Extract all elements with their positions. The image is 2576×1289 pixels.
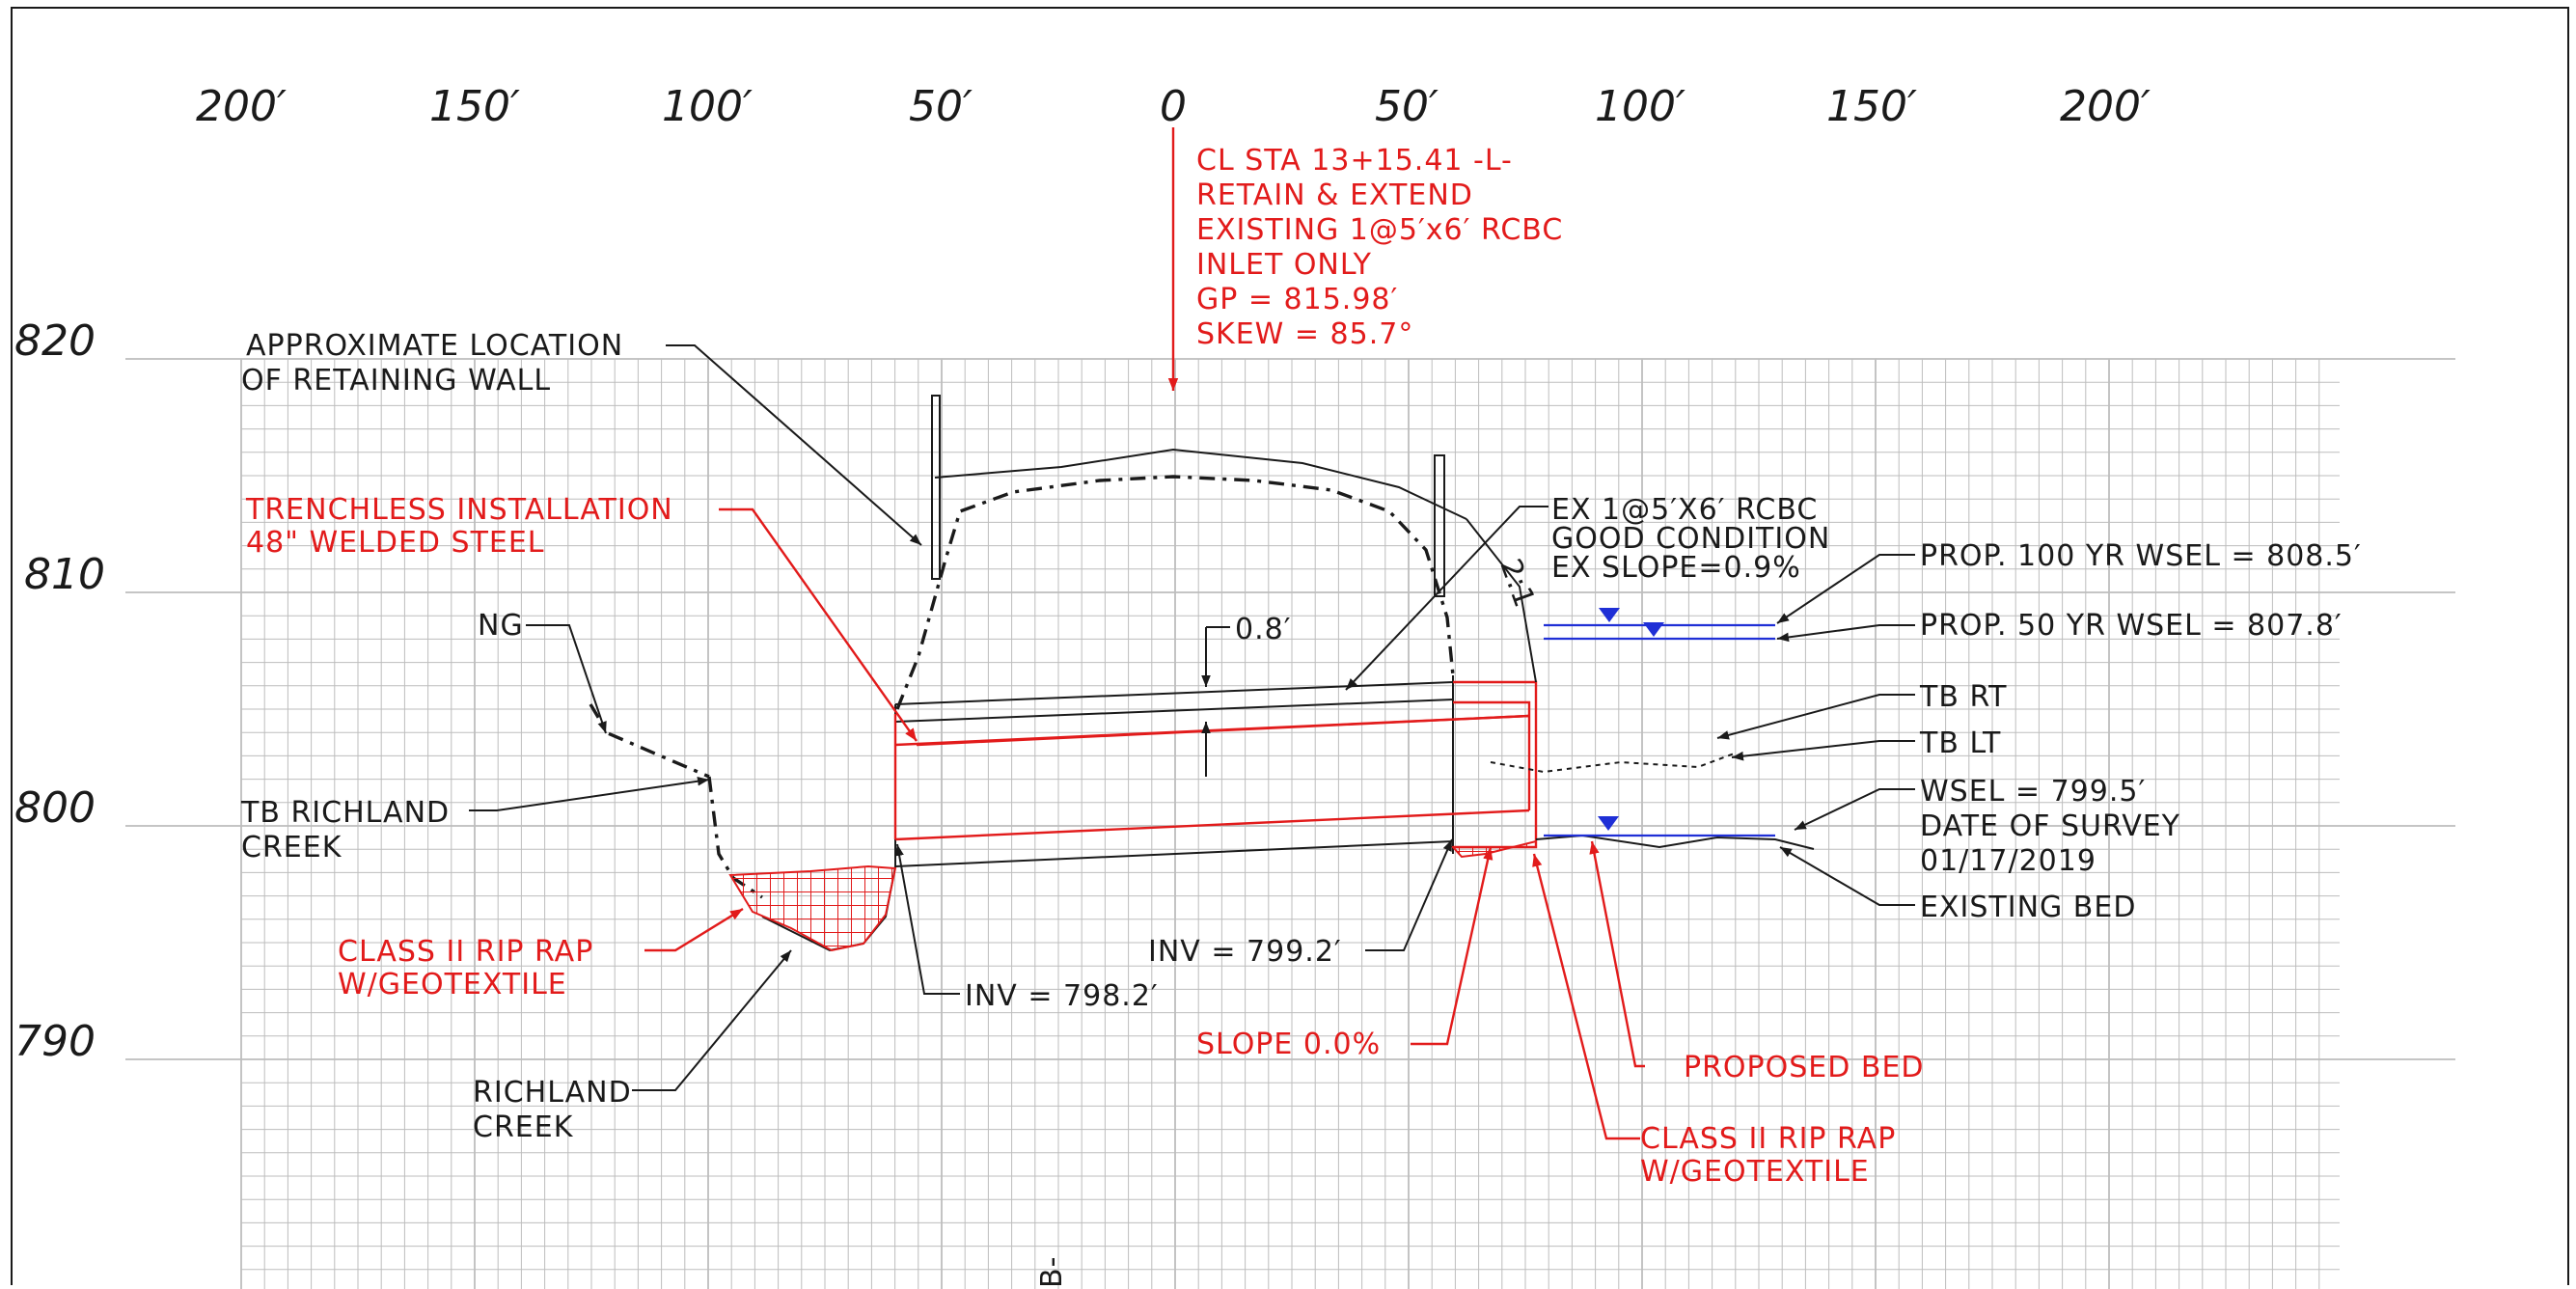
elevation-label-790: 790	[14, 1017, 96, 1066]
existing-bed-label: EXISTING BED	[1920, 891, 2136, 924]
elevation-axis: 820 810 800 790	[14, 316, 105, 1066]
centerline-note: CL STA 13+15.41 -L- RETAIN & EXTEND EXIS…	[1196, 144, 1563, 351]
richland-creek-label-1: RICHLAND	[473, 1076, 632, 1110]
leader-wsel-survey	[1794, 788, 1915, 831]
leader-wsel-100	[1776, 554, 1915, 624]
elevation-label-810: 810	[24, 550, 105, 599]
elevation-label-800: 800	[14, 783, 96, 833]
existing-bed-right	[1535, 834, 1815, 850]
rip-rap-right-label-1: CLASS II RIP RAP	[1640, 1122, 1896, 1156]
leader-retaining-wall	[666, 344, 922, 546]
natural-ground-line	[895, 475, 1455, 710]
wsel-50yr-marker	[1643, 622, 1664, 637]
rip-rap-right-label-2: W/GEOTEXTILE	[1640, 1155, 1870, 1189]
wsel-100-label: PROP. 100 YR WSEL = 808.5′	[1920, 539, 2362, 573]
leader-trenchless	[719, 507, 918, 742]
leader-existing-bed	[1779, 846, 1915, 906]
leader-richland-creek	[632, 949, 792, 1091]
retaining-wall-right	[1434, 454, 1445, 597]
tb-rt-label: TB RT	[1919, 680, 2007, 714]
leader-rip-rap-left	[644, 907, 744, 952]
elevation-label-820: 820	[14, 316, 96, 366]
offset-label-50-right: 50′	[1375, 82, 1439, 131]
side-slope-line	[1466, 518, 1537, 683]
existing-box-top	[894, 681, 1454, 705]
roadway-surface	[934, 448, 1467, 520]
centerline-note-line-2: RETAIN & EXTEND	[1196, 178, 1473, 212]
proposed-bed-label: PROPOSED BED	[1684, 1051, 1925, 1084]
centerline-note-line-1: CL STA 13+15.41 -L-	[1196, 144, 1513, 178]
rip-rap-left-hatch	[728, 864, 897, 952]
retaining-wall-label-2: OF RETAINING WALL	[241, 364, 551, 398]
leader-inv-right	[1365, 838, 1453, 951]
retaining-wall-left	[931, 395, 941, 580]
inv-left-label: INV = 798.2′	[965, 979, 1159, 1013]
offset-axis: 200′ 150′ 100′ 50′ 0 50′ 100′ 150′ 200′	[196, 82, 2151, 131]
offset-label-100-right: 100′	[1595, 82, 1685, 131]
offset-label-150-right: 150′	[1826, 82, 1917, 131]
leader-ng	[526, 624, 607, 734]
centerline-note-line-3: EXISTING 1@5′x6′ RCBC	[1196, 213, 1563, 247]
leader-tb-richland	[469, 776, 710, 811]
offset-label-200-left: 200′	[196, 82, 287, 131]
tb-richland-bank	[707, 776, 763, 899]
centerline-note-line-6: SKEW = 85.7°	[1196, 317, 1413, 351]
leader-rip-rap-right	[1532, 853, 1640, 1140]
offset-label-0: 0	[1160, 82, 1187, 131]
sheet-border	[11, 7, 2569, 1285]
existing-box-label-3: EX SLOPE=0.9%	[1551, 551, 1801, 585]
wsel-survey-marker	[1598, 816, 1619, 831]
trenchless-label-1: TRENCHLESS INSTALLATION	[245, 493, 673, 527]
embankment-left	[589, 703, 710, 779]
wsel-50-label: PROP. 50 YR WSEL = 807.8′	[1920, 609, 2343, 643]
proposed-pipe-bottom	[894, 809, 1530, 841]
wsel-100yr-marker	[1599, 608, 1620, 622]
offset-label-100-left: 100′	[662, 82, 753, 131]
ng-label: NG	[478, 609, 524, 643]
rip-rap-left-label-2: W/GEOTEXTILE	[338, 968, 567, 1001]
centerline-note-line-4: INLET ONLY	[1196, 248, 1372, 282]
centerline-note-line-5: GP = 815.98′	[1196, 283, 1398, 316]
leader-tb-rt	[1716, 694, 1915, 740]
proposed-inlet-inner	[1453, 700, 1531, 810]
tb-richland-label-2: CREEK	[241, 831, 343, 864]
clearance-label: 0.8′	[1235, 613, 1292, 646]
offset-label-50-left: 50′	[909, 82, 973, 131]
leader-slope	[1411, 846, 1494, 1046]
leader-tb-lt	[1731, 740, 1915, 761]
inv-right-label: INV = 799.2′	[1148, 935, 1342, 969]
side-slope-label: 2:1	[1493, 555, 1541, 613]
leader-inv-left	[894, 843, 960, 995]
profile-grid	[125, 358, 2455, 1289]
leader-wsel-50	[1776, 624, 1915, 643]
existing-box-label-2: GOOD CONDITION	[1551, 522, 1830, 556]
offset-label-150-left: 150′	[429, 82, 520, 131]
leader-proposed-bed	[1589, 840, 1645, 1068]
proposed-inlet-box	[1453, 680, 1538, 849]
offset-label-200-right: 200′	[2060, 82, 2151, 131]
existing-box-bottom	[894, 840, 1454, 867]
existing-box-top-inner	[894, 699, 1454, 723]
rip-rap-right-hatch	[1450, 839, 1537, 859]
wsel-survey-label-3: 01/17/2019	[1920, 844, 2096, 878]
top-bank-right	[1490, 752, 1738, 774]
retaining-wall-label-1: APPROXIMATE LOCATION	[246, 329, 623, 363]
section-mark: B-	[1035, 1256, 1069, 1288]
richland-creek-label-2: CREEK	[473, 1111, 574, 1144]
tb-richland-label-1: TB RICHLAND	[240, 796, 450, 830]
proposed-pipe-top-inner	[916, 714, 1530, 747]
wsel-survey-label-1: WSEL = 799.5′	[1920, 775, 2146, 809]
slope-label: SLOPE 0.0%	[1196, 1028, 1381, 1061]
trenchless-label-2: 48" WELDED STEEL	[246, 526, 545, 560]
wsel-survey-label-2: DATE OF SURVEY	[1920, 809, 2180, 843]
rip-rap-left-label-1: CLASS II RIP RAP	[338, 935, 593, 969]
existing-box-label-1: EX 1@5′X6′ RCBC	[1551, 493, 1818, 527]
leader-existing-box	[1345, 506, 1548, 691]
tb-lt-label: TB LT	[1919, 727, 2001, 760]
